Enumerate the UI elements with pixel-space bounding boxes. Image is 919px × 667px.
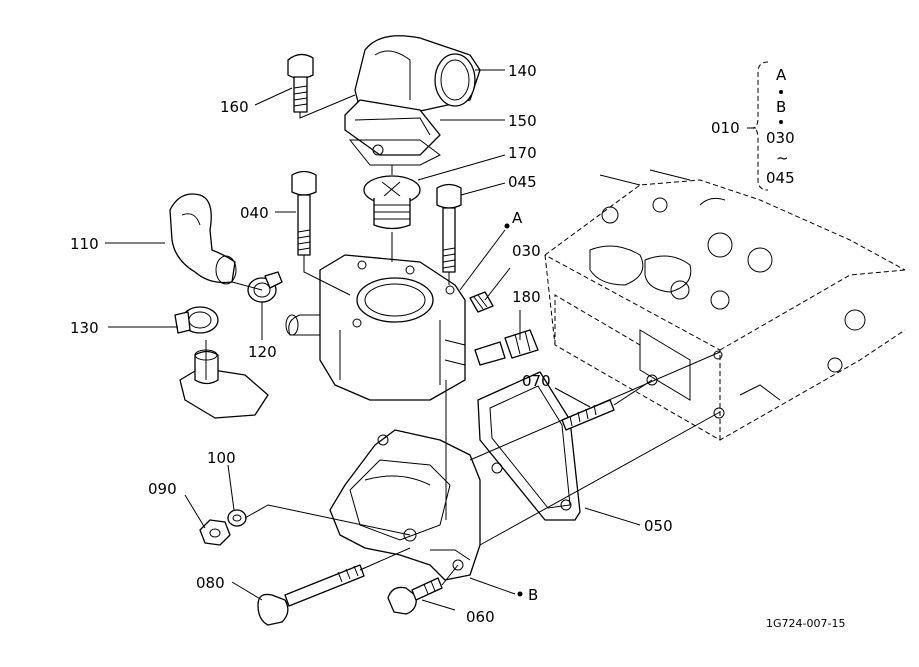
thermostat-170 (363, 175, 421, 230)
bolt-060 (387, 577, 443, 615)
fitting-flange-small (179, 349, 269, 419)
ref-dot-A (504, 223, 510, 229)
stud-bolt-070 (561, 399, 615, 431)
plug-030 (469, 291, 494, 313)
ref-dot-B (517, 591, 523, 597)
bolt-160 (287, 53, 314, 113)
callout-130: 130 (70, 319, 99, 337)
thermostat-cover-elbow-140 (344, 35, 481, 156)
assembly-item-045: 045 (766, 169, 795, 187)
callout-090: 090 (148, 480, 177, 498)
callout-140: 140 (508, 62, 537, 80)
hose-clamp-120 (247, 271, 283, 303)
assembly-item-030: 030 (766, 129, 795, 147)
callout-080: 080 (196, 574, 225, 592)
callout-160: 160 (220, 98, 249, 116)
assembly-item-B: B (776, 98, 786, 116)
washer-100 (227, 509, 247, 527)
hose-110 (169, 193, 237, 285)
bolt-045 (436, 183, 462, 273)
callout-040: 040 (240, 204, 269, 222)
nut-090 (199, 519, 231, 546)
callout-100: 100 (207, 449, 236, 467)
assembly-group-010: 010 A B 030 ~ 045 (711, 61, 795, 191)
assembly-bullet-1 (779, 90, 783, 94)
assembly-group-number: 010 (711, 119, 740, 137)
bolt-080 (257, 564, 365, 626)
assembly-bullet-2 (779, 120, 783, 124)
assembly-range-symbol: ~ (776, 149, 789, 167)
thermo-sensor-180 (474, 329, 539, 366)
callout-120: 120 (248, 343, 277, 361)
hose-clamp-130 (174, 306, 219, 334)
callout-labels: 140 150 160 170 045 040 110 130 120 030 … (70, 62, 673, 626)
callout-A: A (512, 209, 523, 227)
callout-045: 045 (508, 173, 537, 191)
water-flange-body (285, 254, 466, 401)
drawing-id: 1G724-007-15 (766, 617, 845, 630)
callout-170: 170 (508, 144, 537, 162)
callout-050: 050 (644, 517, 673, 535)
callout-030: 030 (512, 242, 541, 260)
water-pump-body (329, 429, 481, 581)
engine-cylinder-head (544, 169, 906, 441)
alignment-lines (205, 94, 721, 586)
callout-180: 180 (512, 288, 541, 306)
leader-lines (105, 69, 641, 611)
gasket-050 (477, 371, 581, 521)
bolt-040 (291, 170, 317, 256)
callout-110: 110 (70, 235, 99, 253)
gasket-150 (348, 139, 441, 166)
assembly-item-A: A (776, 66, 787, 84)
callout-070: 070 (522, 372, 551, 390)
callout-B: B (528, 586, 538, 604)
callout-150: 150 (508, 112, 537, 130)
callout-060: 060 (466, 608, 495, 626)
